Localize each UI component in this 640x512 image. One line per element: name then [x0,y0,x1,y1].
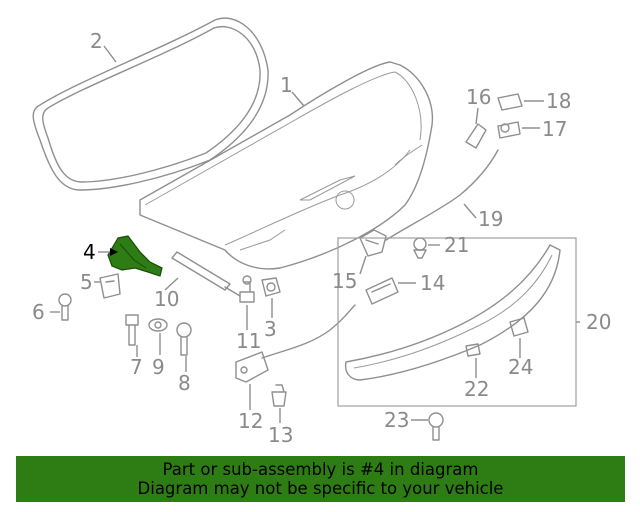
part-22-clip [465,343,481,357]
leader-lines [50,45,580,423]
banner-line-2: Diagram may not be specific to your vehi… [137,479,504,498]
callout-17: 17 [542,117,567,141]
callout-19: 19 [478,207,503,231]
callout-3: 3 [264,317,277,341]
callout-8: 8 [178,371,191,395]
part-12-latch [235,304,356,383]
callout-12: 12 [238,409,263,433]
part-6-bolt [58,293,72,321]
part-16-switch [465,123,487,149]
part-info-banner: Part or sub-assembly is #4 in diagram Di… [16,456,625,502]
part-8-bolt [176,322,192,356]
callout-1: 1 [280,73,293,97]
callout-5: 5 [80,270,93,294]
part-9-nut [148,318,168,332]
part-5-bracket [99,273,121,299]
callout-23: 23 [384,408,409,432]
callout-16: 16 [466,85,491,109]
callout-14: 14 [420,271,445,295]
callout-11: 11 [236,329,261,353]
part-24-clip [509,317,529,337]
part-10-gas-strut [171,251,241,297]
part-20-spoiler-group [337,237,577,407]
part-21-grommet [413,237,427,259]
callout-6: 6 [32,300,45,324]
callout-labels: 2 1 4 5 6 7 9 8 10 11 3 12 13 14 15 16 1… [32,29,611,447]
part-23-screw [428,412,444,441]
callout-2: 2 [90,29,103,53]
parts-diagram: 2 1 4 5 6 7 9 8 10 11 3 12 13 14 15 16 1… [32,17,611,447]
part-17-handle [497,121,521,139]
callout-18: 18 [546,89,571,113]
part-7-bolt [125,314,139,346]
callout-9: 9 [152,355,165,379]
part-15-bracket [359,229,387,257]
callout-20: 20 [586,310,611,334]
part-14-actuator [365,277,399,305]
part-4-hinge-highlighted [107,235,163,277]
callout-21: 21 [444,233,469,257]
callout-13: 13 [268,423,293,447]
part-11-bolt [239,275,255,303]
callout-7: 7 [130,355,143,379]
part-2-weatherstrip [32,17,269,191]
banner-line-1: Part or sub-assembly is #4 in diagram [162,460,479,479]
part-18-lamp [497,93,523,111]
callout-22: 22 [464,377,489,401]
part-1-trunk-lid [139,61,434,270]
part-3-bumper [261,277,281,297]
callout-4: 4 [83,240,96,264]
part-19-cable [385,149,499,241]
callout-24: 24 [508,355,533,379]
part-13-clip [271,384,287,407]
callout-15: 15 [332,269,357,293]
callout-10: 10 [154,287,179,311]
